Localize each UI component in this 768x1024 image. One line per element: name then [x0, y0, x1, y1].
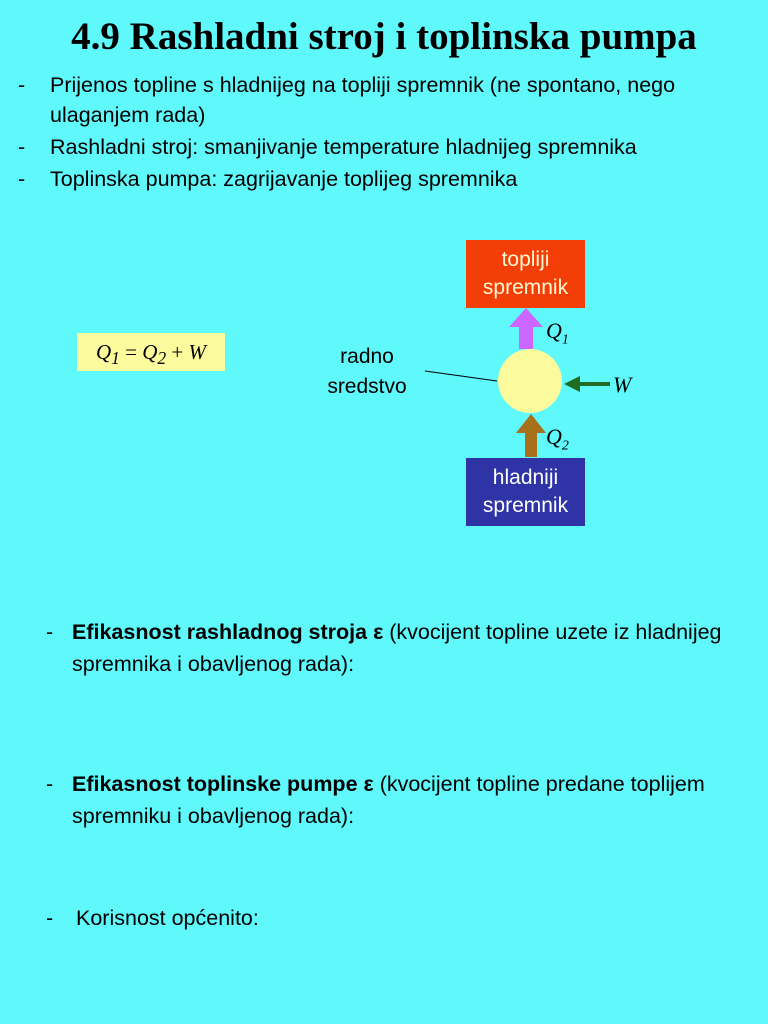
- section-dash: -: [46, 772, 54, 796]
- section-heading: Efikasnost toplinske pumpe ε: [72, 772, 374, 796]
- cold-reservoir-label-1: hladniji: [492, 466, 559, 489]
- bullet-item: -Prijenos topline s hladnijeg na topliji…: [18, 70, 758, 130]
- w-arrow-head: [564, 376, 580, 392]
- q1-subscript: 1: [561, 332, 569, 348]
- q2-symbol: Q: [546, 424, 562, 449]
- bullet-item: -Rashladni stroj: smanjivanje temperatur…: [18, 132, 758, 162]
- q2-arrow: [516, 414, 546, 457]
- energy-balance-formula: Q1 = Q2 + W: [77, 333, 225, 371]
- medium-label-1: radno: [340, 345, 394, 368]
- section-dash: -: [46, 906, 54, 930]
- formula-plus: +: [166, 340, 189, 364]
- cold-reservoir-label-2: spremnik: [482, 494, 569, 517]
- working-medium-label: radno sredstvo: [312, 342, 422, 402]
- page-title: 4.9 Rashladni stroj i toplinska pumpa: [71, 15, 697, 58]
- bullet-dash: -: [18, 167, 26, 191]
- section-dash: -: [46, 620, 54, 644]
- w-symbol: W: [613, 372, 632, 397]
- q2-subscript: 2: [561, 438, 569, 454]
- bullet-dash: -: [18, 73, 26, 97]
- q1-symbol: Q: [546, 318, 562, 343]
- w-label: W: [613, 372, 631, 398]
- medium-pointer-line: [424, 370, 498, 382]
- section-description: (kvocijent topline uzete iz hladnijeg sp…: [72, 620, 722, 676]
- formula-w: W: [188, 340, 207, 364]
- hot-reservoir-label-1: topliji: [501, 248, 550, 271]
- formula-q2-sub: 2: [157, 348, 167, 369]
- bullet-text: Prijenos topline s hladnijeg na topliji …: [50, 73, 676, 127]
- refrigerator-efficiency-section: - Efikasnost rashladnog stroja ε (kvocij…: [46, 616, 746, 680]
- hot-reservoir-box: topliji spremnik: [466, 240, 585, 308]
- q2-label: Q2: [546, 424, 569, 454]
- working-medium-circle: [498, 349, 562, 413]
- medium-label-2: sredstvo: [327, 375, 407, 398]
- heat-pump-efficiency-section: - Efikasnost toplinske pumpe ε (kvocijen…: [46, 768, 746, 832]
- formula-equals: =: [119, 340, 143, 364]
- q1-label: Q1: [546, 318, 569, 348]
- bullet-item: -Toplinska pumpa: zagrijavanje toplijeg …: [18, 164, 758, 194]
- hot-reservoir-label-2: spremnik: [482, 276, 569, 299]
- formula-q1: Q: [95, 340, 112, 364]
- section-heading: Efikasnost rashladnog stroja ε: [72, 620, 384, 644]
- section-description: Korisnost općenito:: [76, 906, 259, 930]
- general-efficiency-section: - Korisnost općenito:: [46, 902, 746, 934]
- q1-arrow: [509, 308, 543, 349]
- cold-reservoir-box: hladniji spremnik: [466, 458, 585, 526]
- bullet-text: Toplinska pumpa: zagrijavanje toplijeg s…: [50, 167, 518, 191]
- formula-q2: Q: [142, 340, 158, 364]
- bullet-text: Rashladni stroj: smanjivanje temperature…: [50, 135, 637, 159]
- intro-bullet-list: -Prijenos topline s hladnijeg na topliji…: [18, 70, 758, 196]
- section-description: (kvocijent topline predane toplijem spre…: [72, 772, 705, 828]
- bullet-dash: -: [18, 135, 26, 159]
- formula-q1-sub: 1: [111, 348, 120, 369]
